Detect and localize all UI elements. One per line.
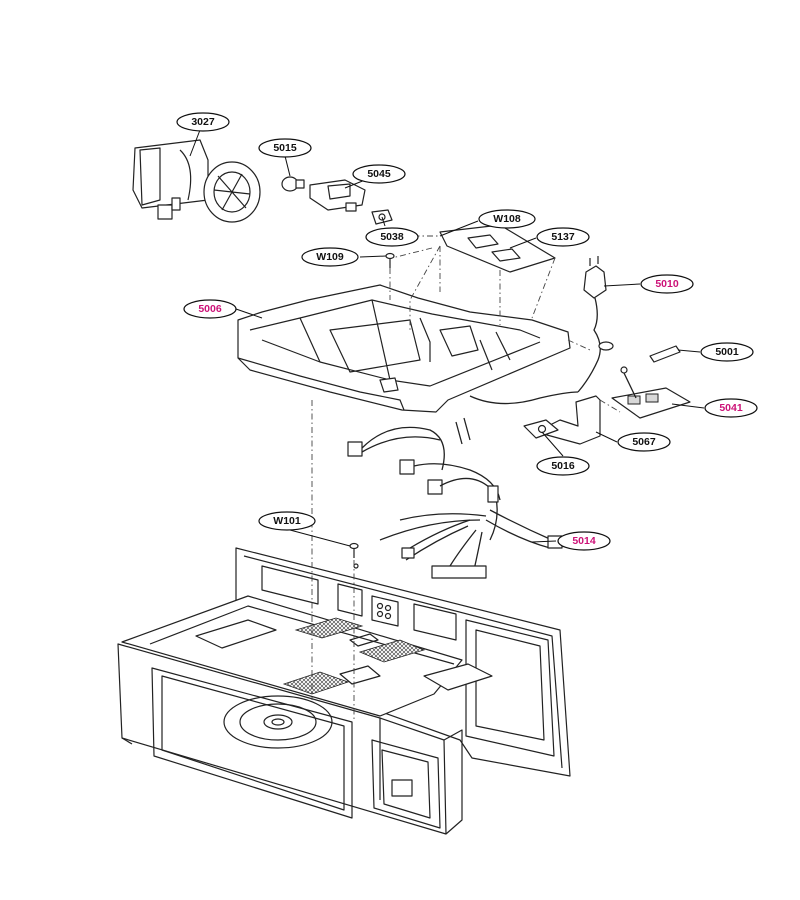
alignment-lines — [311, 235, 621, 720]
callout-5045: 5045 — [352, 164, 406, 184]
callout-5016: 5016 — [536, 456, 590, 476]
label-5067: 5067 — [632, 436, 656, 448]
label-W109: W109 — [316, 251, 344, 263]
lamp-part — [281, 176, 305, 192]
callout-W101: W101 — [258, 511, 316, 531]
label-W101: W101 — [273, 515, 301, 527]
label-5016: 5016 — [551, 460, 575, 472]
callout-5014: 5014 — [557, 531, 611, 551]
air-guide-part — [237, 284, 571, 413]
callout-5001: 5001 — [700, 342, 754, 362]
screw-w101-part — [349, 542, 359, 569]
label-3027: 3027 — [191, 116, 215, 128]
label-5137: 5137 — [551, 231, 575, 243]
screw-w109-part — [385, 252, 395, 268]
label-5010: 5010 — [655, 278, 679, 290]
cover-plate-part — [439, 224, 556, 273]
leader-lines — [189, 129, 705, 547]
label-5015: 5015 — [273, 142, 297, 154]
label-5045: 5045 — [367, 168, 391, 180]
callout-W109: W109 — [301, 247, 359, 267]
lamp-socket-part — [309, 179, 366, 212]
callout-3027: 3027 — [176, 112, 230, 132]
fuse-part — [649, 345, 681, 363]
label-5038: 5038 — [380, 231, 404, 243]
callout-5038: 5038 — [365, 227, 419, 247]
callout-5067: 5067 — [617, 432, 671, 452]
power-cord-part — [577, 256, 614, 393]
blower-fan-part — [132, 139, 261, 223]
wire-harness-part — [347, 391, 579, 579]
callout-5137: 5137 — [536, 227, 590, 247]
microwave-cavity-part — [117, 547, 571, 835]
callout-5006: 5006 — [183, 299, 237, 319]
label-5041: 5041 — [719, 402, 743, 414]
label-5001: 5001 — [715, 346, 739, 358]
label-5014: 5014 — [572, 535, 596, 547]
noise-filter-part — [611, 366, 691, 419]
callout-5010: 5010 — [640, 274, 694, 294]
label-W108: W108 — [493, 213, 521, 225]
callout-W108: W108 — [478, 209, 536, 229]
callout-5041: 5041 — [704, 398, 758, 418]
callout-5015: 5015 — [258, 138, 312, 158]
label-5006: 5006 — [198, 303, 222, 315]
